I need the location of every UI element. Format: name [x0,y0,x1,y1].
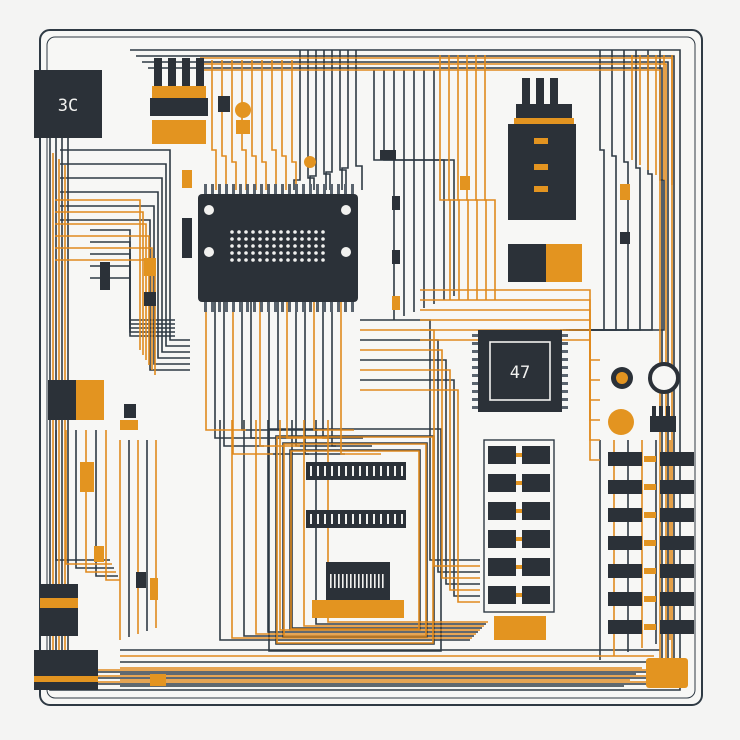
trace [339,50,347,190]
trace [55,247,153,370]
chip-center-bottom [312,562,404,618]
trace [282,442,428,638]
main-processor-chip [198,184,358,312]
trace [55,430,110,561]
trace [281,60,287,190]
trace [211,60,217,190]
chip-3c: 3C [34,70,102,138]
trace [360,379,480,597]
circle-component-icon [648,362,680,394]
trace [95,430,118,577]
trace [433,70,455,296]
trace [307,50,315,190]
trace [219,420,470,641]
connector-icon [650,406,676,432]
board-outline-inner [46,36,696,699]
trace [231,420,472,639]
trace [279,420,480,631]
trace [49,49,681,691]
trace [231,60,237,190]
trace [290,450,420,630]
component-left-transistors [94,170,192,600]
trace [304,302,345,455]
trace [232,302,273,455]
trace [457,55,469,300]
trace [286,302,327,439]
trace [360,319,480,561]
trace [251,60,257,190]
trace [475,55,487,300]
trace [55,223,147,360]
trace [255,420,476,635]
trace [60,191,190,359]
chip-47-label: 47 [510,363,530,383]
trace [275,435,435,645]
trace [55,199,141,350]
trace [331,302,372,447]
trace [466,55,478,300]
trace [309,50,317,190]
trace [325,50,333,190]
trace [355,50,363,190]
trace [223,302,264,447]
chip-3c-label: 3C [58,96,78,116]
trace [268,428,442,652]
trace [261,60,267,190]
trace [75,430,114,569]
trace [360,359,480,585]
trace [271,60,277,190]
trace [439,55,451,300]
trace [360,349,480,579]
component-top-left-cluster [150,58,251,144]
pads-bottom-right [150,616,688,688]
trace [105,430,120,581]
trace [291,60,297,190]
smd-array-right [608,452,694,634]
trace [214,302,255,439]
trace [276,436,434,644]
trace [60,205,190,365]
trace [448,55,460,300]
trace [303,420,484,627]
round-components [608,362,680,435]
chip-center-row-2 [306,510,406,528]
traces-dark [49,49,681,691]
trace [360,339,480,573]
trace [65,430,112,565]
trace [341,50,349,190]
component-left-stack [34,584,98,690]
trace [60,149,190,341]
trace [315,420,486,625]
component-left-orange-block [48,380,138,492]
trace [293,50,301,190]
trace [283,443,427,637]
component-middle-small [304,150,630,310]
trace [360,389,480,603]
chip-center-row-1 [306,462,406,480]
trace [259,302,300,447]
trace [360,369,480,591]
chip-47: 47 [472,330,568,412]
trace [60,177,190,353]
trace [323,50,331,190]
trace [340,302,381,455]
trace [327,420,488,623]
trace [60,163,190,347]
trace [484,55,496,300]
trace [55,211,144,355]
chip-top-right [508,78,582,282]
chip-tall-center [483,439,555,613]
trace [55,235,150,365]
trace [360,329,480,567]
trace [267,420,478,633]
